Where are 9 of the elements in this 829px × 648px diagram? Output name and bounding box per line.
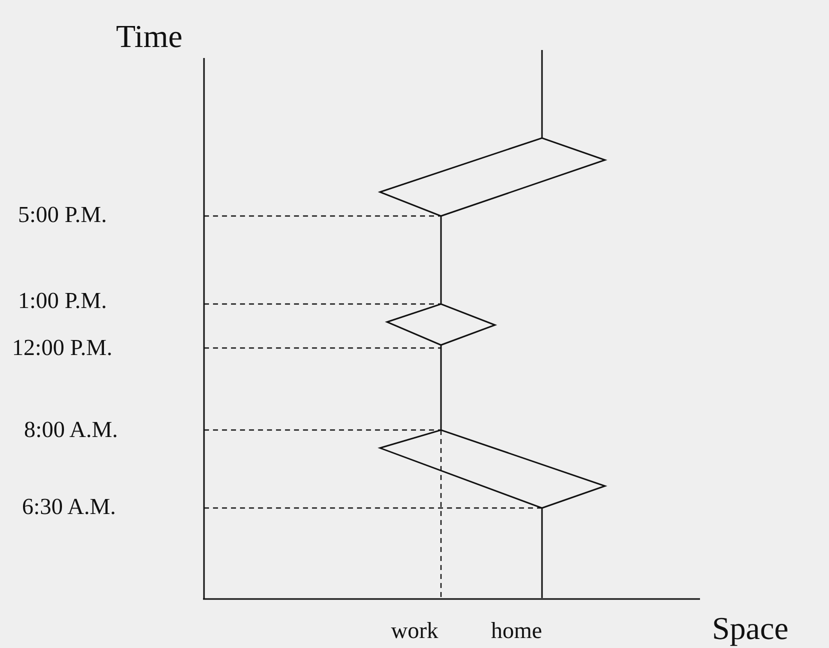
- tick-label: 5:00 P.M.: [18, 203, 107, 226]
- tick-label: home: [491, 619, 542, 642]
- tick-label: work: [391, 619, 438, 642]
- tick-label: 6:30 A.M.: [22, 495, 116, 518]
- axis-title: Time: [116, 20, 182, 52]
- tick-label: 12:00 P.M.: [12, 336, 112, 359]
- tick-label: 8:00 A.M.: [24, 418, 118, 441]
- axis-title: Space: [712, 612, 788, 644]
- tick-label: 1:00 P.M.: [18, 289, 107, 312]
